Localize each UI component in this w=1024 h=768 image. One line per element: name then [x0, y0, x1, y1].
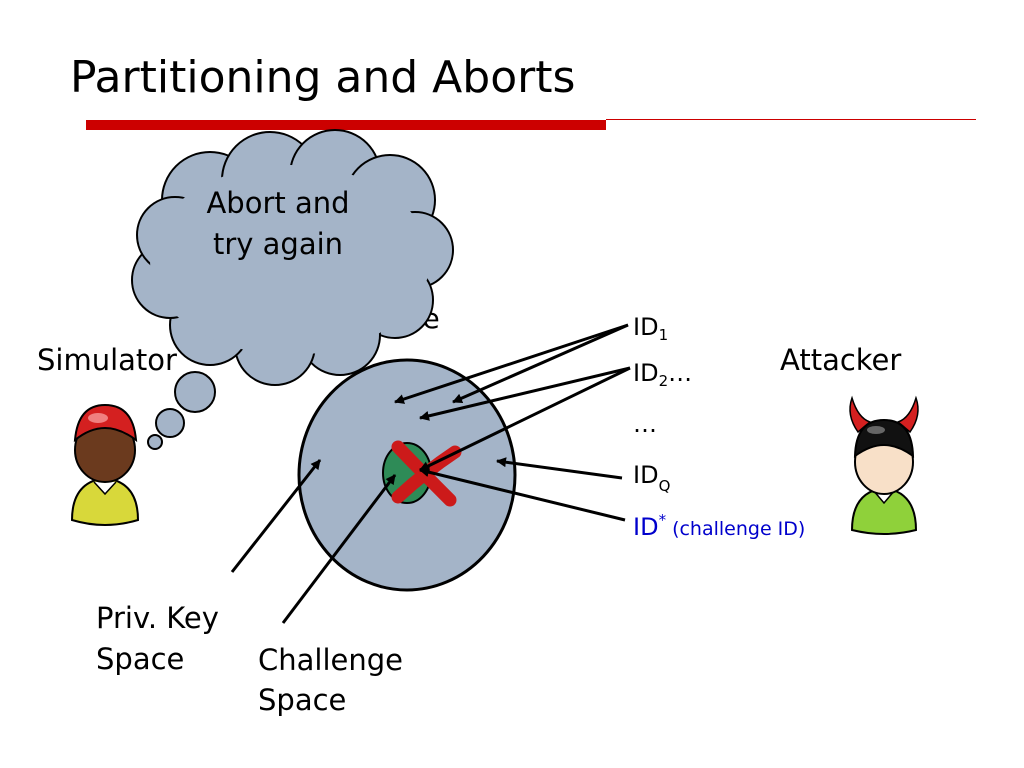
idstar-note: (challenge ID)	[672, 518, 805, 540]
idq-main: ID	[633, 461, 659, 489]
id2-suffix: …	[668, 359, 692, 387]
id1-subscript: 1	[659, 326, 669, 344]
ids-ellipsis: …	[633, 410, 657, 438]
challenge-label-line2: Space	[258, 683, 346, 717]
arrow-idstar	[419, 467, 626, 522]
id2-subscript: 2	[659, 372, 669, 390]
idstar-superscript: *	[659, 511, 667, 529]
arrow-id2-b	[419, 366, 631, 472]
title-underline-thin	[606, 119, 976, 120]
attacker-label: Attacker	[780, 343, 901, 377]
priv-key-label-line1: Priv. Key	[96, 601, 219, 635]
challenge-label-line1: Challenge	[258, 643, 403, 677]
arrow-id1-a	[394, 323, 629, 404]
bubble-text-line1: Abort and	[206, 186, 349, 220]
arrow-id2-a	[419, 366, 631, 421]
id1-label: ID1	[633, 313, 668, 344]
id2-main: ID	[633, 359, 659, 387]
arrow-challenge	[281, 474, 397, 624]
idstar-main: ID	[633, 513, 659, 541]
attacker-devil-icon	[849, 395, 919, 535]
title-underline-thick	[86, 120, 606, 130]
arrows	[230, 323, 631, 624]
idstar-label: ID* (challenge ID)	[633, 511, 805, 541]
arrow-privkey	[230, 459, 322, 573]
id1-main: ID	[633, 313, 659, 341]
simulator-person-icon	[70, 403, 140, 526]
thought-cloud	[131, 129, 454, 450]
id2-label: ID2…	[633, 359, 692, 390]
arrow-idq	[496, 457, 623, 480]
idq-subscript: Q	[659, 477, 671, 495]
idq-label: IDQ	[633, 461, 670, 495]
arrow-id1-b	[452, 323, 629, 404]
bubble-text-line2: try again	[213, 227, 343, 261]
simulator-label: Simulator	[37, 343, 177, 377]
priv-key-label-line2: Space	[96, 642, 184, 676]
slide-title: Partitioning and Aborts	[70, 52, 576, 103]
